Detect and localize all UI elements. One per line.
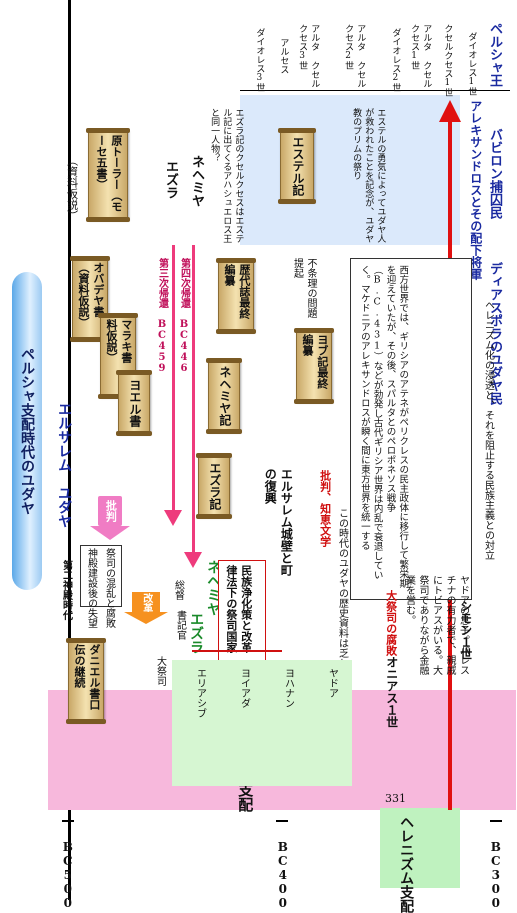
esther-scroll-text: エステル記	[290, 136, 305, 196]
king-6: アルタ クセルクセス3世	[297, 24, 320, 88]
malachi-scroll-text: マラキ書（資料仮説）	[105, 319, 133, 385]
unknown-note: 不条理の問題提起	[291, 258, 317, 318]
nehemiah-green: ネヘミヤ	[205, 560, 222, 616]
temple-disappoint: 神殿建設後の失望	[85, 548, 97, 628]
reform-return-arrow	[192, 650, 282, 652]
babylon-captives-heading: バビロン捕囚民	[486, 128, 502, 219]
hellenism-band	[380, 808, 460, 888]
job-text: ヨブ記最終編纂	[301, 334, 329, 389]
ezra-green: エズラ	[188, 612, 205, 654]
temple-box: 神殿建設後の失望 祭司の混乱と腐敗	[80, 545, 122, 628]
esther-scroll: エステル記	[278, 128, 316, 204]
tick-label-bc500: BC500	[60, 840, 75, 910]
third-return-line	[172, 245, 175, 515]
alexander-text: アレキサンドロスとその配下将軍	[468, 100, 483, 280]
king-4: ダイオレス2世	[390, 28, 401, 92]
nehemiah-name: ネヘミヤ	[188, 155, 204, 207]
nehemiah-book-scroll: ネヘミヤ記	[206, 358, 242, 434]
moses-note: （資料仮説）	[65, 155, 79, 221]
tick-label-bc300: BC300	[488, 840, 503, 910]
reform-box: 民族浄化策と改革律法下の祭司国家	[218, 560, 266, 662]
daniel-scroll: ダニエル書口伝の継続	[66, 638, 106, 724]
priests-chaos: 祭司の混乱と腐敗	[103, 548, 115, 628]
year-331: 331	[385, 792, 406, 805]
greek-history-box: 西方世界では、ギリシアのアテネがペリクレスの民主政体に移行して繁栄期を迎えていた…	[350, 258, 472, 600]
high-priest-label: 大祭司	[154, 656, 166, 686]
priest-3: ヨハナン	[282, 668, 294, 708]
wall-rebuild: エルサレム城壁と町の復興	[263, 468, 294, 576]
criticism-arrow-head	[90, 526, 130, 540]
joel-scroll: ヨエル書	[116, 370, 152, 436]
chronicles-scroll: 歴代誌最終編纂	[216, 258, 256, 334]
onias-corruption: 大祭司の腐敗	[384, 590, 398, 656]
jerusalem-heading: エルサレム ユダヤ	[56, 402, 73, 528]
king-2: クセルクセス1世	[442, 24, 453, 97]
diaspora-heading: ディアスポラのユダヤ民	[486, 262, 502, 405]
persia-divider	[240, 90, 510, 91]
kings-list: ダイオレス1世 クセルクセス1世 アルタ クセルクセス1世 ダイオレス2世 アル…	[240, 18, 510, 97]
title-banner: ペルシャ支配時代のユダヤ	[12, 272, 42, 590]
third-return-head	[164, 510, 182, 526]
nehemiah-book-text: ネヘミヤ記	[217, 366, 232, 426]
simon-label: シモン１世	[458, 600, 473, 660]
persia-king-heading: ペルシャ王	[486, 22, 502, 87]
priest-1: エリアシブ	[194, 668, 206, 718]
page-title: ペルシャ支配時代のユダヤ	[19, 347, 36, 515]
moses-scroll-text: 原トーラー（モーセ五書）	[95, 135, 123, 212]
reform-label: 改革	[140, 593, 152, 613]
job-scroll: ヨブ記最終編纂	[294, 328, 334, 404]
ezra-book-text: エズラ記	[207, 462, 222, 510]
priest-2: ヨイアダ	[238, 668, 250, 708]
joel-scroll-text: ヨエル書	[127, 379, 142, 427]
hellenism-label: ヘレニズム支配	[398, 815, 415, 913]
high-priests-band	[172, 660, 352, 786]
alexander-label: アレキサンドロスとその配下将軍	[468, 100, 483, 280]
criticism-label: 批判	[104, 500, 118, 522]
tick-bc300	[490, 820, 502, 822]
king-7: アルセス	[278, 38, 289, 74]
second-temple: 第二神殿時代	[60, 560, 72, 620]
third-return: 第三次帰還 BC459	[156, 258, 168, 374]
ezra-note: エズラ記のクセルクセスはエステル記に出てくるアハシュエロス王と同一人物？	[209, 108, 244, 243]
greek-history-text: 西方世界では、ギリシアのアテネがペリクレスの民主政体に移行して繁栄期を迎えていた…	[358, 265, 409, 588]
obadiah-scroll: オバデヤ書（資料仮説）	[70, 256, 110, 342]
scarce-note: この時代のユダヤの歴史資料は乏しい	[336, 508, 348, 678]
king-8: ダイオレス3世	[254, 28, 265, 92]
hellenism-note: ヘレニズム化の浸透と、それを阻止する民族主義との対立	[482, 300, 494, 560]
reform-box-text: 民族浄化策と改革律法下の祭司国家	[224, 565, 253, 653]
king-5: アルタ クセルクセス2世	[343, 24, 366, 88]
fourth-return-head	[184, 552, 202, 568]
governor-label: 総督	[172, 580, 184, 600]
onias-label: オニアス１世	[384, 656, 399, 728]
babylon-band	[240, 95, 460, 245]
alexander-arrow-head	[439, 100, 461, 122]
fourth-return: 第四次帰還 BC446	[178, 258, 190, 374]
criticism-arrow: 批判	[98, 496, 122, 526]
tick-bc400	[276, 820, 288, 822]
reform-arrow: 改革	[132, 592, 160, 614]
wisdom-lit: 批判、知恵文学	[318, 470, 332, 547]
chronicles-text: 歴代誌最終編纂	[223, 264, 251, 319]
ezra-name: エズラ	[162, 160, 178, 199]
timeline-axis	[68, 0, 71, 900]
esther-note: エステルの勇気によってユダヤ人が救われたことを記念が、ユダヤ教のプリムの祭り	[351, 108, 386, 243]
priest-4: ヤドア	[326, 668, 338, 698]
ezra-book-scroll: エズラ記	[196, 453, 232, 519]
king-3: アルタ クセルクセス1世	[409, 24, 432, 88]
onias-desc: ヤドアの息子。パレスチナの有力者で、親戚にトビアスがいる。大祭司でありながら金融…	[403, 575, 469, 675]
fourth-return-line	[192, 245, 195, 557]
daniel-scroll-text: ダニエル書口伝の継続	[73, 644, 101, 710]
moses-scroll: 原トーラー（モーセ五書）	[86, 128, 130, 222]
reform-arrow-head	[124, 612, 168, 624]
king-1: ダイオレス1世	[466, 32, 477, 96]
tick-label-bc400: BC400	[275, 840, 290, 910]
tick-bc500	[62, 820, 74, 822]
obadiah-scroll-text: オバデヤ書（資料仮説）	[77, 262, 105, 328]
scribe-label: 書記官	[174, 610, 186, 640]
